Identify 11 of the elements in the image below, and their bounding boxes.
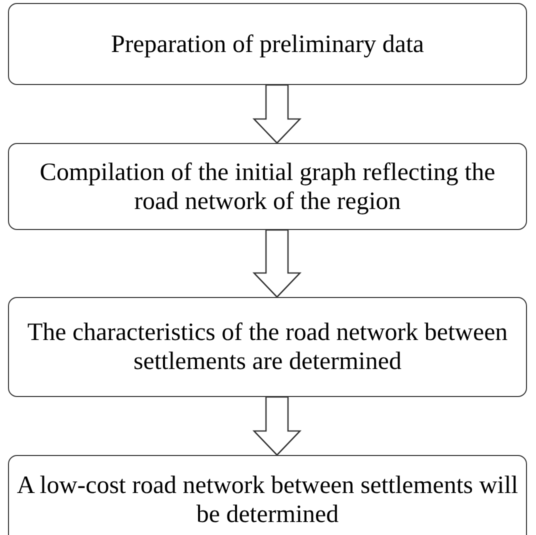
step-text: Preparation of preliminary data bbox=[110, 30, 424, 58]
step-text: Compilation of the initial graph reflecting the road network of the region bbox=[38, 158, 496, 216]
process-box bbox=[8, 455, 527, 535]
block-arrow bbox=[252, 396, 302, 456]
process-box bbox=[8, 3, 527, 85]
block-arrow bbox=[252, 229, 302, 298]
process-box bbox=[8, 143, 527, 230]
step-text: The characteristics of the road network between settlements are determined bbox=[26, 318, 509, 376]
block-arrow bbox=[252, 84, 302, 144]
step-text: A low-cost road network between settlements will be determined bbox=[16, 471, 520, 529]
process-box bbox=[8, 297, 527, 397]
